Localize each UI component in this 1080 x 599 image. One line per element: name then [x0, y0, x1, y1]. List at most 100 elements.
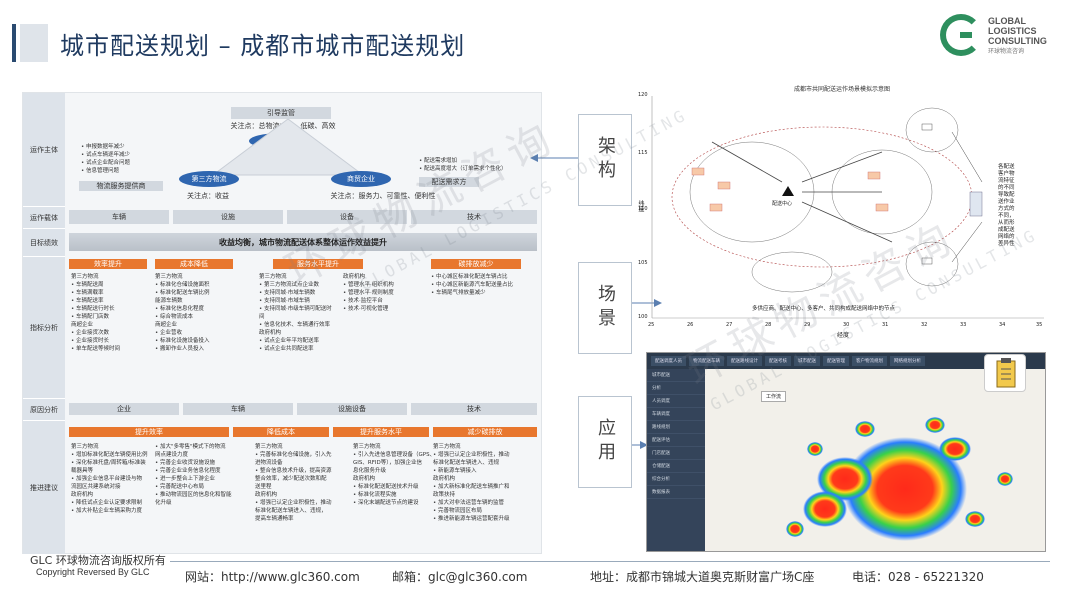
app-tab-3[interactable]: 配送路线设计 — [727, 356, 762, 366]
suggestion-col-2: • 加大"多零售"模式下的物流 网点建设力度 • 完善企业收货设施设施 • 完善… — [155, 444, 232, 506]
demand-side-tag: 配送需求方 — [419, 177, 479, 187]
scenario-chart: 成都市共同配送运作场景模拟示意图 配送中心 纬度 经度 多供应商、配送中心、多客… — [632, 82, 1052, 340]
scenario-plot — [651, 96, 1044, 319]
obstacle-technology: 技术 — [411, 403, 537, 415]
indicator-col-1: 第三方物流 • 车辆配送周 • 车辆满载率 • 车辆配送率 • 车辆配送行时长 … — [71, 274, 120, 352]
tag-app: 应用 — [578, 396, 632, 488]
page-title: 城市配送规划 – 成都市城市配送规划 — [60, 32, 466, 60]
suggestion-head-cost: 降低成本 — [233, 427, 329, 437]
carrier-technology: 技术 — [411, 210, 537, 224]
suggestion-col-3: 第三方物流 • 完善标准化仓储设施，引入先 进物流设备 • 整合信息技术升级，提… — [255, 444, 332, 522]
x-tick-33: 33 — [960, 322, 967, 328]
row-label-indicator: 指标分析 — [23, 257, 65, 399]
suggestion-head-service: 提升服务水平 — [333, 427, 429, 437]
suggestion-col-1: 第三方物流 • 增加标准化配送车辆使用比例 • 深化标准托盘/周转箱/标准装 载… — [71, 444, 148, 514]
x-tick-30: 30 — [843, 322, 850, 328]
x-tick-26: 26 — [687, 322, 694, 328]
focus-right: 关注点：服务力、可靠性、便利性 — [330, 192, 436, 200]
map-panel-title: 工作流 — [761, 391, 787, 402]
x-axis-label: 经度 — [837, 332, 850, 339]
company-logo: GLOBAL LOGISTICS CONSULTING 环球物流咨询 — [940, 12, 1060, 60]
row-label-obstacle: 原因分析 — [23, 399, 65, 421]
copyright-en: Copyright Reversed By GLC — [36, 567, 150, 577]
app-side-item-6[interactable]: 配送评估 — [647, 434, 705, 447]
suggestion-head-carbon: 减少碳排放 — [433, 427, 537, 437]
obstacle-vehicle: 车辆 — [183, 403, 293, 415]
merchant-ellipse: 商贸企业 — [331, 171, 391, 187]
obstacle-facility: 设施设备 — [297, 403, 407, 415]
goal-cost: 成本降低 — [155, 259, 233, 269]
suggestion-col-5: 第三方物流 • 增强已认定企业积极性，推动 标准化配送车辆进入、违规 • 新能源… — [433, 444, 510, 522]
right-notes: • 配送需求增加 • 配送高度增大（订单需求个性化） — [419, 158, 507, 172]
indicator-col-4: 政府机构 • 管理水平·组织机构 • 管理水平·规则制度 • 技术·监控平台 •… — [343, 274, 394, 312]
app-side-item-10[interactable]: 数据报表 — [647, 486, 705, 499]
title-accent-bar — [12, 24, 16, 62]
goal-efficiency: 效率提升 — [69, 259, 147, 269]
relation-triangle — [211, 118, 365, 176]
heatmap-graphic — [786, 417, 1013, 541]
heatmap-view[interactable]: 工作流 — [705, 369, 1045, 551]
app-side-item-2[interactable]: 分析 — [647, 382, 705, 395]
x-tick-34: 34 — [999, 322, 1006, 328]
x-tick-29: 29 — [804, 322, 811, 328]
app-side-item-4[interactable]: 车辆调度 — [647, 408, 705, 421]
carrier-equipment: 设备 — [287, 210, 407, 224]
title-accent-block — [20, 24, 48, 62]
row-label-operation-subject: 运作主体 — [23, 93, 65, 207]
third-party-ellipse: 第三方物流 — [179, 171, 239, 187]
y-tick-100: 100 — [638, 314, 648, 320]
app-side-item-1[interactable]: 城市配送 — [647, 369, 705, 382]
suggestion-head-efficiency: 提升效率 — [69, 427, 229, 437]
y-axis-label: 纬度 — [637, 200, 644, 212]
chart-title: 成都市共同配送运作场景模拟示意图 — [793, 86, 890, 93]
app-tab-4[interactable]: 配送考核 — [765, 356, 791, 366]
left-notes: • 申报数据年减少 • 试点车辆逐年减少 • 试点企业配合问题 • 信息管理问题 — [81, 144, 130, 174]
scene-caption: 多供应商、配送中心、多客户、共同构成配送网络中的节点 — [752, 306, 896, 312]
footer-website[interactable]: 网站：http://www.glc360.com — [185, 570, 360, 584]
app-side-item-3[interactable]: 人员调度 — [647, 395, 705, 408]
app-top-bar: 配送调度人员 物流配送车辆 配送路线设计 配送考核 城市配送 配送管理 客户物流… — [647, 353, 1045, 369]
carrier-vehicle: 车辆 — [69, 210, 169, 224]
app-tab-2[interactable]: 物流配送车辆 — [689, 356, 724, 366]
focus-left: 关注点：收益 — [187, 192, 229, 200]
app-side-item-5[interactable]: 路线规划 — [647, 421, 705, 434]
x-tick-25: 25 — [648, 322, 655, 328]
app-side-item-7[interactable]: 门店配送 — [647, 447, 705, 460]
app-tab-5[interactable]: 城市配送 — [794, 356, 820, 366]
app-side-item-8[interactable]: 仓储配送 — [647, 460, 705, 473]
logo-line-1: GLOBAL — [988, 16, 1026, 26]
suggestion-col-4: 第三方物流 • 引入先进信息管理设备（GPS、 GIS、RFID等），加强企业信… — [353, 444, 436, 506]
app-tab-8[interactable]: 网络规划分析 — [890, 356, 925, 366]
framework-diagram: 运作主体 运作载体 目标绩效 指标分析 原因分析 推进建议 引导监管 关注点：总… — [22, 92, 542, 555]
goal-bar: 收益均衡，城市物流配送体系整体运作效益提升 — [69, 233, 537, 251]
x-tick-35: 35 — [1036, 322, 1043, 328]
carrier-facility: 设施 — [173, 210, 283, 224]
side-note: 各配送 客户物 流特征 的不同 导致配 送作业 方式的 不同， 从而形 成配送 … — [998, 164, 1015, 247]
indicator-col-5: • 中心城区标准化配送车辆占比 • 中心城区新能源汽车配送量占比 • 车辆尾气排… — [431, 274, 513, 296]
footer-phone: 电话：028 - 65221320 — [852, 570, 984, 584]
app-tab-7[interactable]: 客户物流规划 — [852, 356, 887, 366]
goal-carbon: 碳排放减少 — [431, 259, 521, 269]
clipboard-icon — [984, 354, 1026, 392]
app-tab-1[interactable]: 配送调度人员 — [651, 356, 686, 366]
app-side-item-9[interactable]: 综合分析 — [647, 473, 705, 486]
y-tick-110: 110 — [638, 206, 648, 212]
goal-service: 服务水平提升 — [273, 259, 363, 269]
copyright-cn: GLC 环球物流咨询版权所有 — [30, 554, 166, 567]
logo-text: GLOBAL LOGISTICS CONSULTING — [988, 16, 1047, 46]
x-tick-27: 27 — [726, 322, 733, 328]
footer-address: 地址：成都市锦城大道奥克斯财富广场C座 — [590, 570, 815, 584]
guidance-box: 引导监管 — [231, 107, 331, 119]
footer-email[interactable]: 邮箱：glc@glc360.com — [392, 570, 528, 584]
x-tick-31: 31 — [882, 322, 889, 328]
app-screenshot: 配送调度人员 物流配送车辆 配送路线设计 配送考核 城市配送 配送管理 客户物流… — [646, 352, 1046, 552]
logo-subtitle: 环球物流咨询 — [988, 48, 1025, 55]
row-label-suggestion: 推进建议 — [23, 421, 65, 555]
y-tick-115: 115 — [638, 150, 648, 156]
tag-scene: 场景 — [578, 262, 632, 354]
service-provider-bar: 物流服务提供商 — [79, 181, 163, 191]
arrow-structure — [530, 154, 578, 162]
indicator-col-2: 第三方物流 • 标准化仓储设施面积 • 标准化配送车辆比例 能源车辆数 • 标准… — [155, 274, 210, 352]
app-tab-6[interactable]: 配送管理 — [823, 356, 849, 366]
y-tick-105: 105 — [638, 260, 648, 266]
